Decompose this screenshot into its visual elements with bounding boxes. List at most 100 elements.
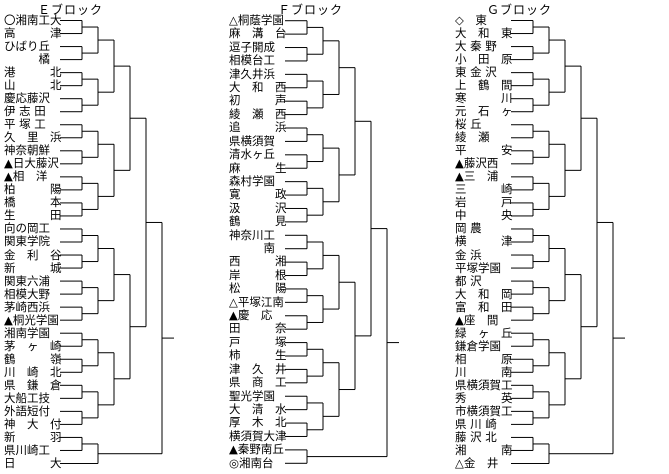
block-title-g: Ｇブロック xyxy=(487,3,553,17)
team-name: ▲桐光学園 xyxy=(4,313,59,327)
team-name: ▲日大藤沢 xyxy=(4,157,59,171)
team-name: 横須賀大津 xyxy=(229,429,287,443)
team-name: ひばり丘 xyxy=(4,40,50,54)
team-name: 逗子開成 xyxy=(229,40,275,54)
team-name: 川 崎 北 xyxy=(4,365,62,379)
team-name: 三 崎 xyxy=(455,183,513,197)
team-name: 綾 瀬 xyxy=(455,131,490,145)
block-title-e: Ｅブロック xyxy=(38,3,104,17)
team-name: 森村学園 xyxy=(229,174,275,188)
team-name: 茅 ヶ 崎 xyxy=(4,339,62,353)
team-name: 藤 沢 北 xyxy=(455,430,497,444)
team-name: 川 南 xyxy=(455,365,513,379)
team-name: 相 原 xyxy=(455,352,513,366)
team-name: △金 井 xyxy=(455,456,499,470)
team-name: 鶴 嶺 xyxy=(4,352,62,366)
team-name: 寛 政 xyxy=(229,188,287,202)
team-name: 秀 英 xyxy=(455,391,513,405)
team-name: 元 石 ヶ xyxy=(455,105,513,119)
team-name: ▲座 間 xyxy=(455,313,499,327)
team-name: 柿 生 xyxy=(229,349,287,363)
team-name: 港 北 xyxy=(4,66,62,80)
team-name: 日 大 xyxy=(4,456,62,470)
block-title-f: Ｆブロック xyxy=(278,3,344,17)
team-name: 大 和 西 xyxy=(229,81,287,95)
team-name: 神奈朝鮮 xyxy=(4,144,50,158)
team-name: 富 和 田 xyxy=(455,300,513,314)
team-name: 大 秦 野 xyxy=(455,40,497,54)
team-name: 相模大野 xyxy=(4,287,50,301)
team-name: 綾 瀬 西 xyxy=(229,107,287,121)
team-name: 鎌倉学園 xyxy=(455,339,501,353)
team-name: 桜 丘 xyxy=(455,118,482,132)
team-name: 清水ヶ丘 xyxy=(229,148,275,162)
team-name: 上 鶴 間 xyxy=(455,79,513,93)
team-name: 大 和 岡 xyxy=(455,287,513,301)
team-name: 岸 根 xyxy=(229,268,287,282)
team-name: 新 羽 xyxy=(4,430,62,444)
team-name: 鶴 見 xyxy=(229,215,287,229)
team-name: 山 北 xyxy=(4,79,62,93)
team-name: △平塚江南 xyxy=(229,295,284,309)
team-name: 中 央 xyxy=(455,209,513,223)
team-name: 平 塚 工 xyxy=(4,118,46,132)
team-name: ▲藤沢西 xyxy=(455,157,499,171)
team-name: 岩 戸 xyxy=(455,196,513,210)
team-name: 厚 木 北 xyxy=(229,416,287,430)
team-name: 〇湘南工大 xyxy=(4,14,62,27)
team-name: 金 利 谷 xyxy=(4,248,62,262)
team-name: 都 沢 xyxy=(455,274,482,288)
team-name: 西 湘 xyxy=(229,255,287,269)
team-name: △桐蔭学園 xyxy=(229,14,284,27)
team-name: 汲 沢 xyxy=(229,201,287,215)
team-name: 県 鎌 倉 xyxy=(4,378,62,392)
team-name: 南 xyxy=(229,242,275,255)
team-name: ◇ 東 xyxy=(455,14,487,27)
team-name: 相模台工 xyxy=(229,54,275,68)
team-name: 柏 陽 xyxy=(4,183,62,197)
team-name: 県 商 工 xyxy=(229,376,287,390)
team-name: 向の岡工 xyxy=(4,222,50,236)
team-name: 麻 溝 台 xyxy=(229,27,287,41)
team-name: 聖光学園 xyxy=(229,389,275,403)
team-name: 湘 南 xyxy=(455,443,513,457)
team-name: 戸 塚 xyxy=(229,335,287,349)
team-name: 横 津 xyxy=(455,235,513,249)
team-name: 生 田 xyxy=(4,209,62,223)
team-name: 橋 本 xyxy=(4,196,62,210)
team-name: 県横須賀 xyxy=(229,134,275,148)
team-name: 平 安 xyxy=(455,144,513,158)
team-name: 市横須賀工 xyxy=(455,404,513,418)
team-name: 外語短付 xyxy=(4,404,50,418)
team-name: 県 川 崎 xyxy=(455,417,497,431)
team-name: ▲秦野南丘 xyxy=(229,443,284,457)
team-name: 久 里 浜 xyxy=(4,131,62,145)
team-name: 神 大 付 xyxy=(4,417,62,431)
team-name: 大 清 水 xyxy=(229,402,287,416)
team-name: 東 金 沢 xyxy=(455,66,497,80)
team-name: 橘 xyxy=(4,53,50,67)
team-name: 追 浜 xyxy=(229,121,287,135)
team-name: 田 奈 xyxy=(229,322,287,336)
team-name: 金 浜 xyxy=(455,248,482,262)
team-name: 茅崎西浜 xyxy=(4,300,50,314)
team-name: ▲相 洋 xyxy=(4,170,48,184)
team-name: 新 城 xyxy=(4,261,62,275)
team-name: 神奈川工 xyxy=(229,228,275,242)
team-name: ▲慶 応 xyxy=(229,309,273,323)
team-name: 湘南学園 xyxy=(4,326,50,340)
team-name: 県横須賀工 xyxy=(455,378,513,392)
team-name: 津久井浜 xyxy=(229,67,275,81)
team-name: 緑 ヶ 丘 xyxy=(455,326,513,340)
team-name: 平塚学園 xyxy=(455,261,501,275)
team-name: 高 津 xyxy=(4,27,62,41)
team-name: 津 久 井 xyxy=(229,362,287,376)
team-name: 寒 川 xyxy=(455,92,513,106)
team-name: 関東六浦 xyxy=(4,274,50,288)
team-name: 大船工技 xyxy=(4,391,50,405)
team-name: 初 声 xyxy=(229,94,287,108)
team-name: 大 和 東 xyxy=(455,27,513,41)
team-name: 伊 志 田 xyxy=(4,105,46,119)
team-name: 関東学院 xyxy=(4,235,50,249)
